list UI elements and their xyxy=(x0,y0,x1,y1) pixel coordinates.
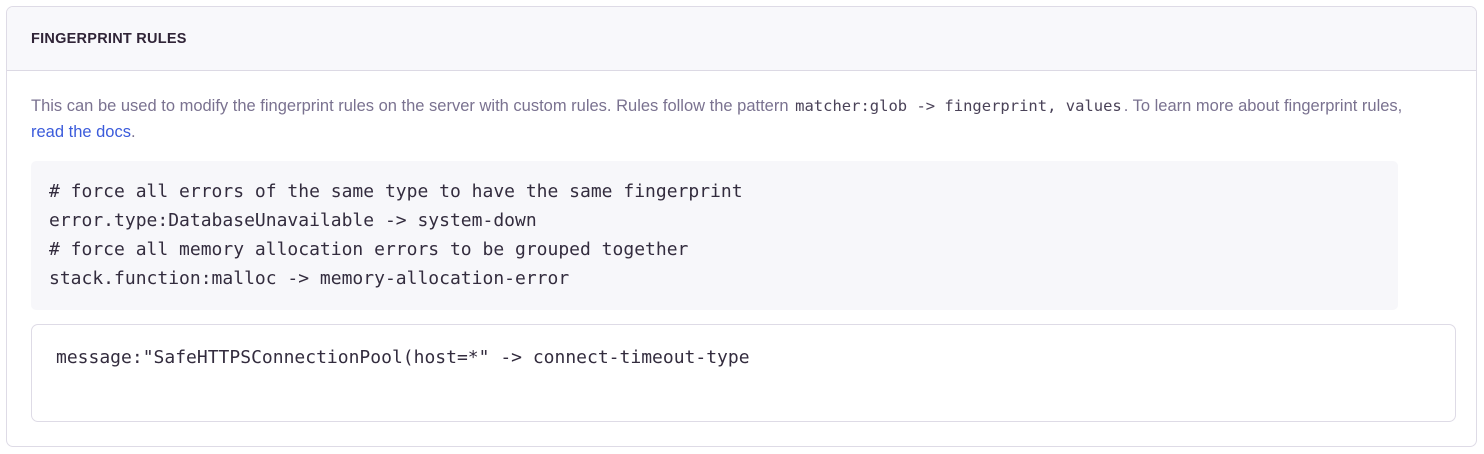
code-example-block: # force all errors of the same type to h… xyxy=(31,161,1398,310)
code-line: stack.function:malloc -> memory-allocati… xyxy=(49,268,570,289)
inline-code-pattern: matcher:glob -> fingerprint, values xyxy=(795,97,1122,115)
description-part-3: . xyxy=(130,123,136,141)
panel-body: This can be used to modify the fingerpri… xyxy=(7,71,1476,422)
description-text: This can be used to modify the fingerpri… xyxy=(31,93,1431,145)
fingerprint-rules-input[interactable] xyxy=(31,324,1456,422)
read-the-docs-link[interactable]: read the docs xyxy=(31,123,131,141)
fingerprint-rules-panel: FINGERPRINT RULES This can be used to mo… xyxy=(6,6,1477,447)
panel-header: FINGERPRINT RULES xyxy=(7,7,1476,71)
description-part-1: This can be used to modify the fingerpri… xyxy=(31,97,794,115)
code-line: error.type:DatabaseUnavailable -> system… xyxy=(49,210,537,231)
description-part-2: . To learn more about fingerprint rules, xyxy=(1123,97,1403,115)
page-title: FINGERPRINT RULES xyxy=(31,30,187,47)
code-line: # force all memory allocation errors to … xyxy=(49,239,689,260)
code-line: # force all errors of the same type to h… xyxy=(49,181,743,202)
